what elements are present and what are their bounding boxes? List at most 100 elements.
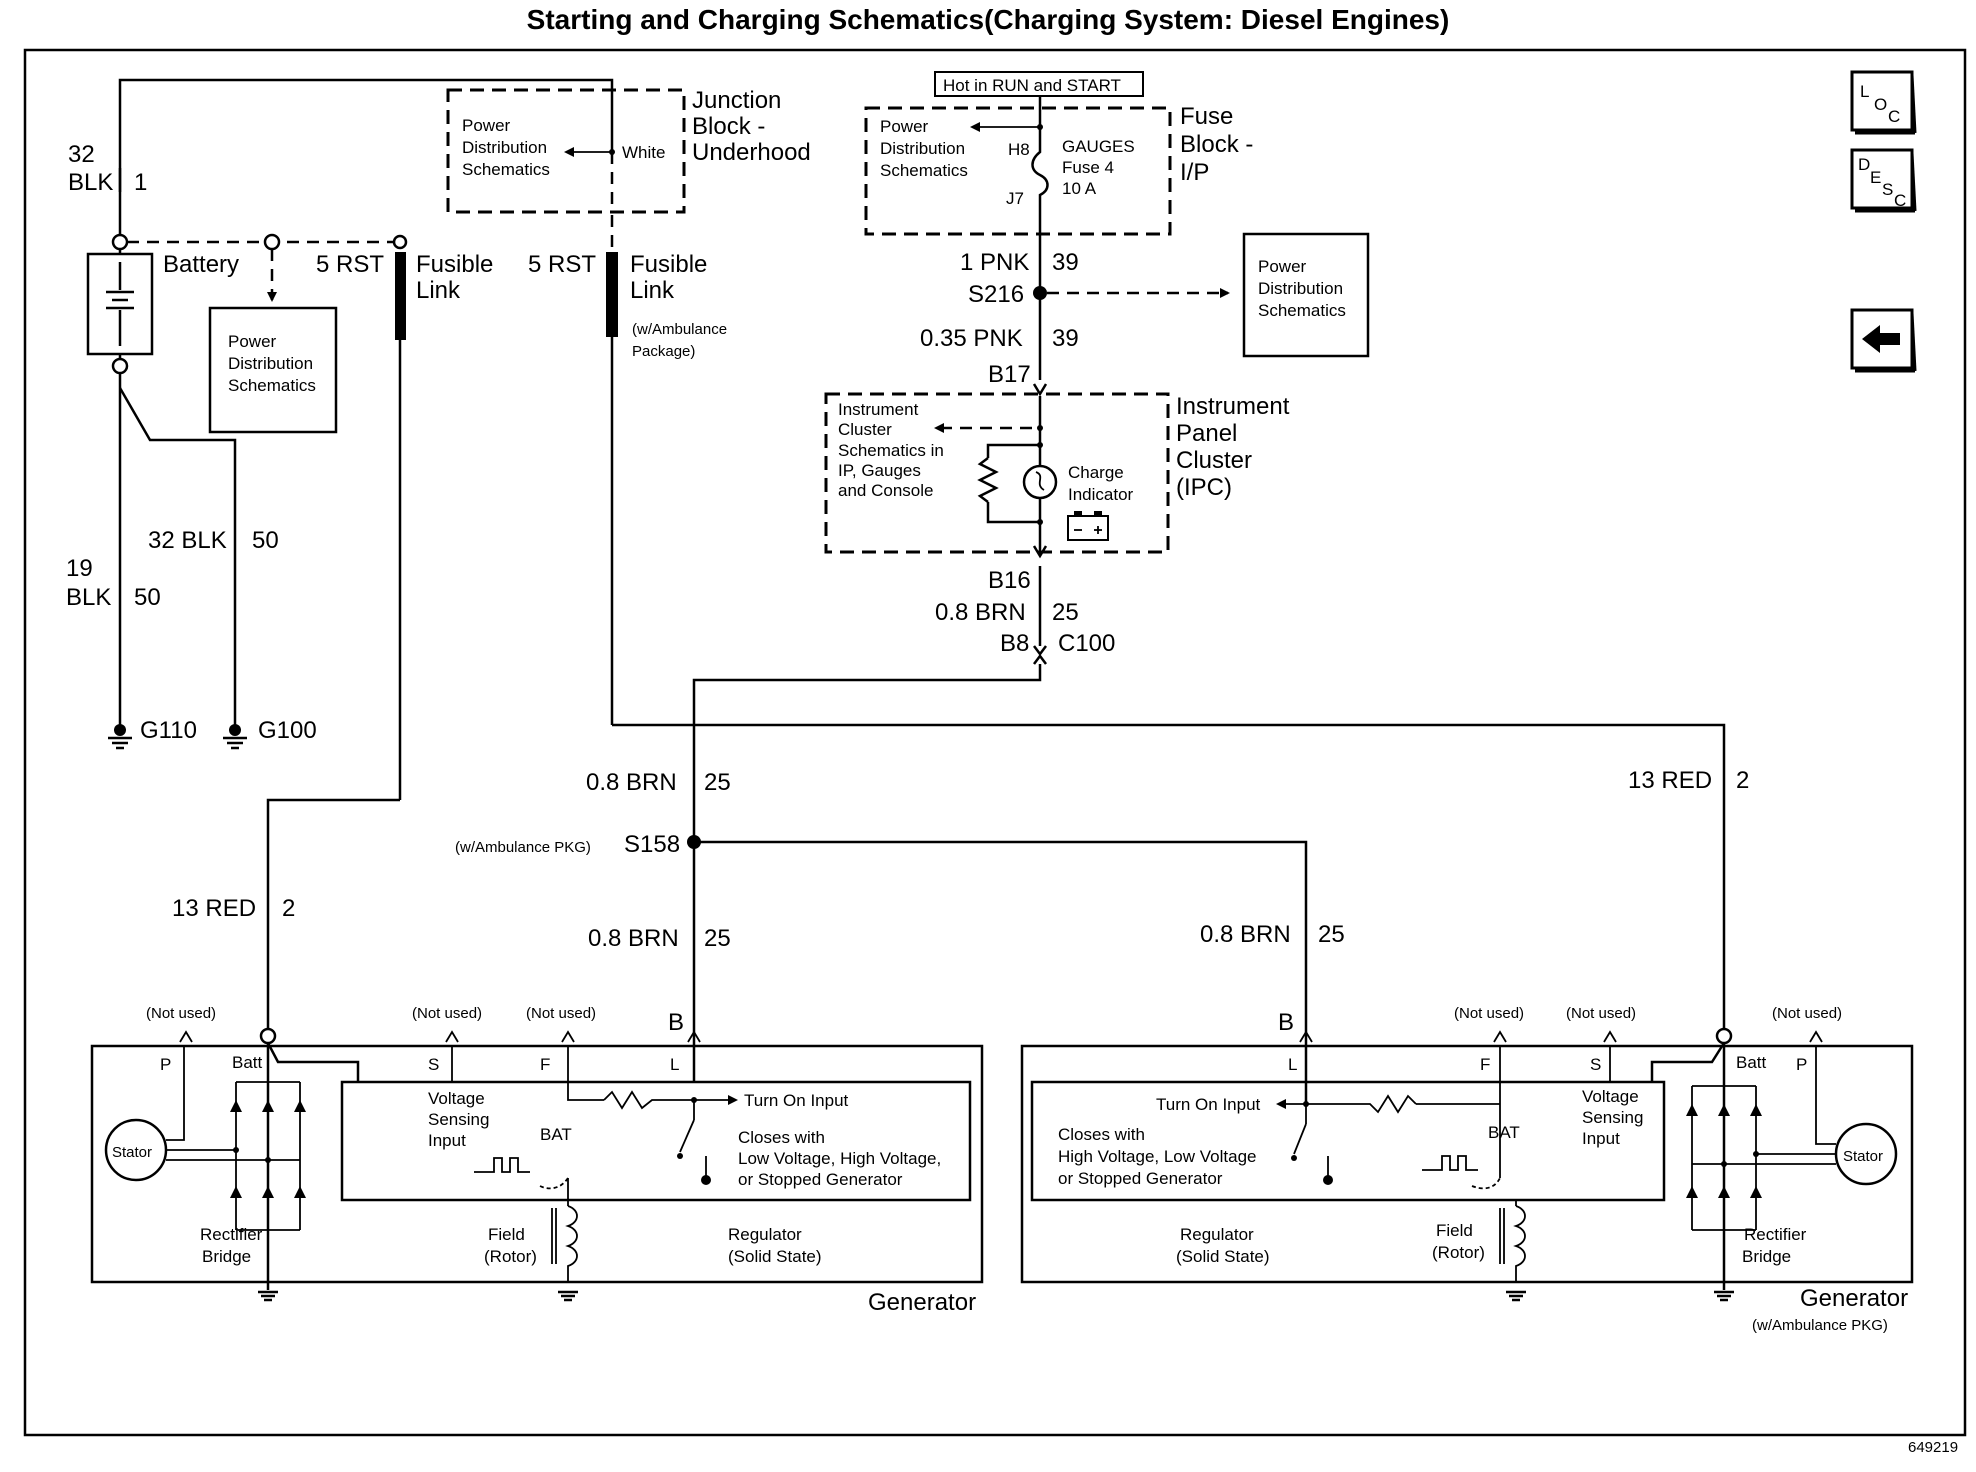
- svg-text:Rectifier: Rectifier: [200, 1225, 263, 1244]
- back-arrow-button[interactable]: [1850, 308, 1917, 373]
- svg-text:1 PNK: 1 PNK: [960, 249, 1029, 276]
- junction-block: Junction Block - Underhood Power Distrib…: [446, 87, 811, 214]
- svg-text:BAT: BAT: [1488, 1123, 1520, 1142]
- svg-text:(Solid State): (Solid State): [1176, 1247, 1270, 1266]
- svg-text:Sensing: Sensing: [428, 1110, 489, 1129]
- svg-text:25: 25: [704, 769, 731, 796]
- svg-text:or Stopped Generator: or Stopped Generator: [738, 1170, 903, 1189]
- svg-text:(Not used): (Not used): [1454, 1005, 1524, 1022]
- svg-text:Distribution: Distribution: [462, 138, 547, 157]
- svg-text:Generator: Generator: [868, 1289, 976, 1316]
- svg-text:F: F: [540, 1055, 550, 1074]
- svg-text:0.35 PNK: 0.35 PNK: [920, 325, 1023, 352]
- battery-section: 32 BLK 1 Battery Power Distribution Sche…: [66, 78, 614, 750]
- svg-text:Charge: Charge: [1068, 463, 1124, 482]
- svg-text:Schematics in: Schematics in: [838, 441, 944, 460]
- svg-text:25: 25: [704, 925, 731, 952]
- svg-text:Fusible: Fusible: [416, 251, 493, 278]
- svg-text:Block -: Block -: [692, 113, 765, 140]
- svg-text:Field: Field: [488, 1225, 525, 1244]
- svg-text:J7: J7: [1006, 189, 1024, 208]
- svg-text:Voltage: Voltage: [428, 1089, 485, 1108]
- resistor-icon: [1306, 1094, 1417, 1114]
- splice-s216: 1 PNK 39 S216 Power Distribution Schemat…: [920, 232, 1370, 380]
- svg-text:Schematics: Schematics: [1258, 301, 1346, 320]
- ground-field-right-icon: [1506, 1290, 1526, 1302]
- svg-text:50: 50: [134, 584, 161, 611]
- resistor-icon: [977, 457, 999, 503]
- svg-text:Power: Power: [462, 116, 511, 135]
- svg-text:5 RST: 5 RST: [528, 251, 596, 278]
- svg-text:25: 25: [1318, 921, 1345, 948]
- svg-text:E[interactable]: E: [1870, 168, 1881, 187]
- svg-text:Regulator: Regulator: [728, 1225, 802, 1244]
- svg-text:(Not used): (Not used): [1566, 1005, 1636, 1022]
- svg-text:(w/Ambulance PKG): (w/Ambulance PKG): [455, 839, 591, 856]
- svg-text:Underhood: Underhood: [692, 139, 811, 166]
- svg-text:Input: Input: [428, 1131, 466, 1150]
- svg-text:IP, Gauges: IP, Gauges: [838, 461, 921, 480]
- fusible-link-right: 5 RST Fusible Link (w/Ambulance Package): [528, 215, 1726, 1030]
- svg-text:Distribution: Distribution: [228, 354, 313, 373]
- svg-text:L: L: [670, 1055, 679, 1074]
- diagram-frame: [23, 48, 1967, 1437]
- svg-text:P: P: [1796, 1055, 1807, 1074]
- svg-text:Input: Input: [1582, 1129, 1620, 1148]
- svg-text:B: B: [1278, 1009, 1294, 1036]
- svg-text:0.8 BRN: 0.8 BRN: [935, 599, 1026, 626]
- instrument-panel-cluster: B17 Instrument Panel Cluster (IPC) Instr…: [824, 361, 1290, 594]
- svg-text:39: 39: [1052, 249, 1079, 276]
- svg-text:Closes with: Closes with: [1058, 1125, 1145, 1144]
- ground-field-left-icon: [558, 1290, 578, 1302]
- svg-text:2: 2: [282, 895, 295, 922]
- location-button[interactable]: L O C: [1850, 70, 1917, 135]
- svg-text:(Not used): (Not used): [1772, 1005, 1842, 1022]
- svg-text:Field: Field: [1436, 1221, 1473, 1240]
- svg-text:F: F: [1480, 1055, 1490, 1074]
- svg-text:S: S: [1590, 1055, 1601, 1074]
- svg-text:Block -: Block -: [1180, 131, 1253, 158]
- svg-text:(w/Ambulance PKG): (w/Ambulance PKG): [1752, 1317, 1888, 1334]
- svg-text:G110: G110: [140, 717, 197, 744]
- svg-text:H8: H8: [1008, 140, 1030, 159]
- field-coil-icon: [565, 1205, 578, 1282]
- svg-text:B8: B8: [1000, 630, 1029, 657]
- svg-text:Voltage: Voltage: [1582, 1087, 1639, 1106]
- battery-label: Battery: [163, 251, 239, 278]
- svg-text:S[interactable]: S: [1882, 180, 1893, 199]
- svg-text:(Not used): (Not used): [412, 1005, 482, 1022]
- resistor-icon: [603, 1090, 694, 1110]
- ground-gen-left-icon: [258, 1282, 278, 1302]
- rectifier-bridge-icon: [1686, 1085, 1762, 1231]
- svg-text:32 BLK: 32 BLK: [148, 527, 227, 554]
- svg-text:Cluster: Cluster: [838, 420, 892, 439]
- svg-text:Stator: Stator: [112, 1144, 152, 1161]
- left-arrow-icon[interactable]: [1862, 325, 1900, 353]
- battery-indicator-icon: [1067, 511, 1109, 541]
- figure-number: 649219: [1908, 1439, 1958, 1456]
- svg-text:D[interactable]: D: [1858, 155, 1870, 174]
- svg-text:Package): Package): [632, 343, 695, 360]
- hot-in-run-label: Hot in RUN and START: [943, 76, 1121, 95]
- svg-text:Generator: Generator: [1800, 1285, 1908, 1312]
- ground-g100-icon: [223, 724, 247, 750]
- field-coil-icon: [1513, 1205, 1526, 1282]
- ground-g110-icon: [108, 724, 132, 750]
- page-title: Starting and Charging Schematics(Chargin…: [526, 4, 1450, 35]
- svg-text:C[interactable]: C: [1888, 107, 1900, 126]
- svg-text:Sensing: Sensing: [1582, 1108, 1643, 1127]
- svg-text:(Not used): (Not used): [526, 1005, 596, 1022]
- svg-text:I/P: I/P: [1180, 159, 1209, 186]
- svg-text:L[interactable]: L: [1860, 82, 1869, 101]
- svg-text:B: B: [668, 1009, 684, 1036]
- svg-text:Batt: Batt: [232, 1053, 263, 1072]
- description-button[interactable]: D E S C: [1850, 148, 1917, 213]
- battery-circuit: 1: [134, 169, 147, 196]
- svg-text:O[interactable]: O: [1874, 95, 1887, 114]
- svg-text:C[interactable]: C: [1894, 191, 1906, 210]
- svg-text:Distribution: Distribution: [1258, 279, 1343, 298]
- svg-text:L: L: [1288, 1055, 1297, 1074]
- svg-text:39: 39: [1052, 325, 1079, 352]
- svg-text:13 RED: 13 RED: [172, 895, 256, 922]
- svg-text:(w/Ambulance: (w/Ambulance: [632, 321, 727, 338]
